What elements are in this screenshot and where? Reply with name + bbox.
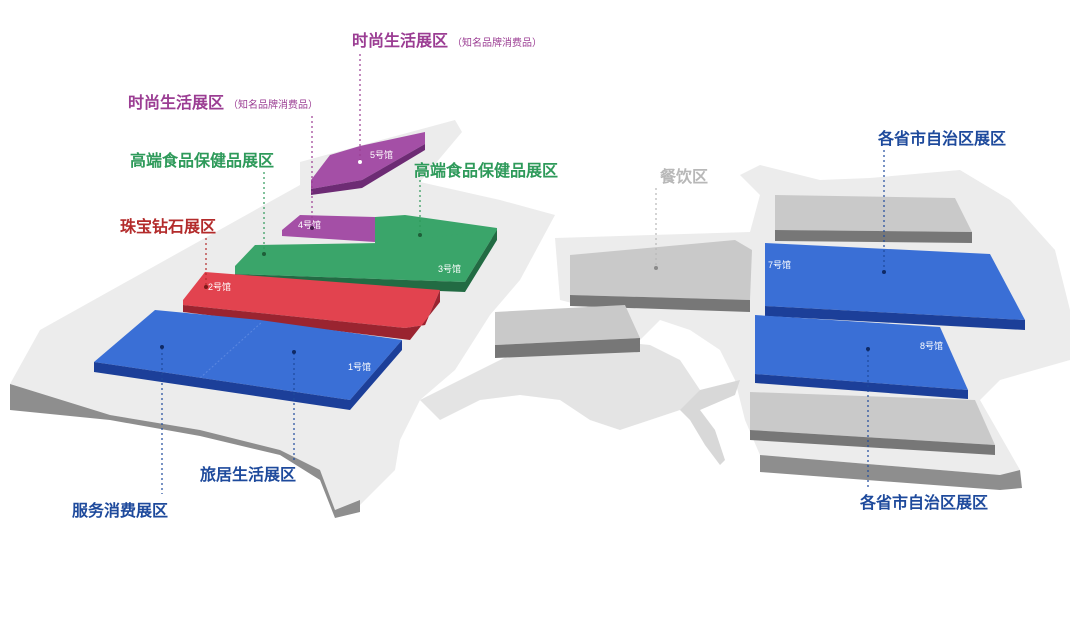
gray-halls — [495, 195, 995, 455]
hall-1-label: 1号馆 — [348, 361, 371, 372]
hall-5-side — [311, 144, 425, 195]
hall-3-roof — [235, 230, 497, 282]
leader-dot-provinces-bottom — [866, 347, 870, 351]
leader-dot-food-left — [262, 252, 266, 256]
leader-dot-fashion-left — [310, 226, 314, 230]
middle-connector — [420, 340, 700, 430]
label-fashion-left: 时尚生活展区（知名品牌消费品） — [128, 93, 318, 112]
label-jewelry: 珠宝钻石展区 — [120, 217, 216, 236]
hall-8-label: 8号馆 — [920, 340, 943, 351]
gray-hall-top-right-side — [775, 230, 972, 243]
label-food-right: 高端食品保健品展区 — [414, 161, 558, 180]
hall-3[interactable]: 3号馆 — [235, 230, 497, 292]
hall-1[interactable]: 1号馆 — [94, 310, 402, 410]
gray-hall-middle — [495, 305, 640, 345]
hall-5[interactable]: 5号馆 — [311, 132, 425, 195]
hall-7-label: 7号馆 — [768, 259, 791, 270]
label-travel-home: 旅居生活展区 — [200, 465, 296, 484]
hall-2-side — [183, 290, 440, 340]
gray-hall-top-right — [775, 195, 972, 232]
label-fashion-top: 时尚生活展区（知名品牌消费品） — [352, 31, 542, 50]
hall-3-label: 3号馆 — [438, 263, 461, 274]
label-provinces-bottom: 各省市自治区展区 — [859, 493, 988, 512]
gray-hall-bottom-right — [750, 392, 995, 445]
label-food-left: 高端食品保健品展区 — [130, 151, 274, 170]
gray-hall-bottom-right-side — [750, 430, 995, 455]
hall-1-roof — [94, 310, 402, 400]
hall-2-roof — [183, 272, 440, 328]
hall-8-side — [755, 374, 968, 399]
hall-4-label: 4号馆 — [298, 219, 321, 230]
right-site-base — [760, 455, 1022, 490]
hall-3-side — [235, 230, 497, 292]
hall-1-divider — [199, 321, 263, 379]
hall-1-side — [94, 340, 402, 410]
hall-2-label: 2号馆 — [208, 281, 231, 292]
zone-labels: 时尚生活展区（知名品牌消费品） 时尚生活展区（知名品牌消费品） 高端食品保健品展… — [72, 31, 1006, 520]
leader-dot-jewelry — [204, 285, 208, 289]
leader-dot-fashion-top — [358, 160, 362, 164]
leader-dot-food-right — [418, 233, 422, 237]
catering-hall — [570, 240, 752, 300]
label-service: 服务消费展区 — [72, 501, 168, 520]
hall-8[interactable]: 8号馆 — [755, 315, 968, 399]
catering-hall-side — [570, 295, 750, 312]
leader-dot-catering — [654, 266, 658, 270]
leader-dot-travel-home — [292, 350, 296, 354]
hall-7[interactable]: 7号馆 — [765, 243, 1025, 330]
hall-7-side — [765, 306, 1025, 330]
hall-4-roof-purple — [282, 215, 375, 242]
hall-2[interactable]: 2号馆 — [183, 272, 440, 340]
hall-8-roof — [755, 315, 968, 390]
hall-5-roof — [311, 132, 425, 189]
leader-dot-provinces-top — [882, 270, 886, 274]
gray-hall-middle-side — [495, 338, 640, 358]
leader-dot-service — [160, 345, 164, 349]
hall-5-label: 5号馆 — [370, 149, 393, 160]
hall-7-roof — [765, 243, 1025, 320]
left-site-edge — [10, 384, 360, 518]
leader-lines — [160, 54, 886, 494]
label-catering: 餐饮区 — [659, 167, 708, 186]
label-provinces-top: 各省市自治区展区 — [877, 129, 1006, 148]
